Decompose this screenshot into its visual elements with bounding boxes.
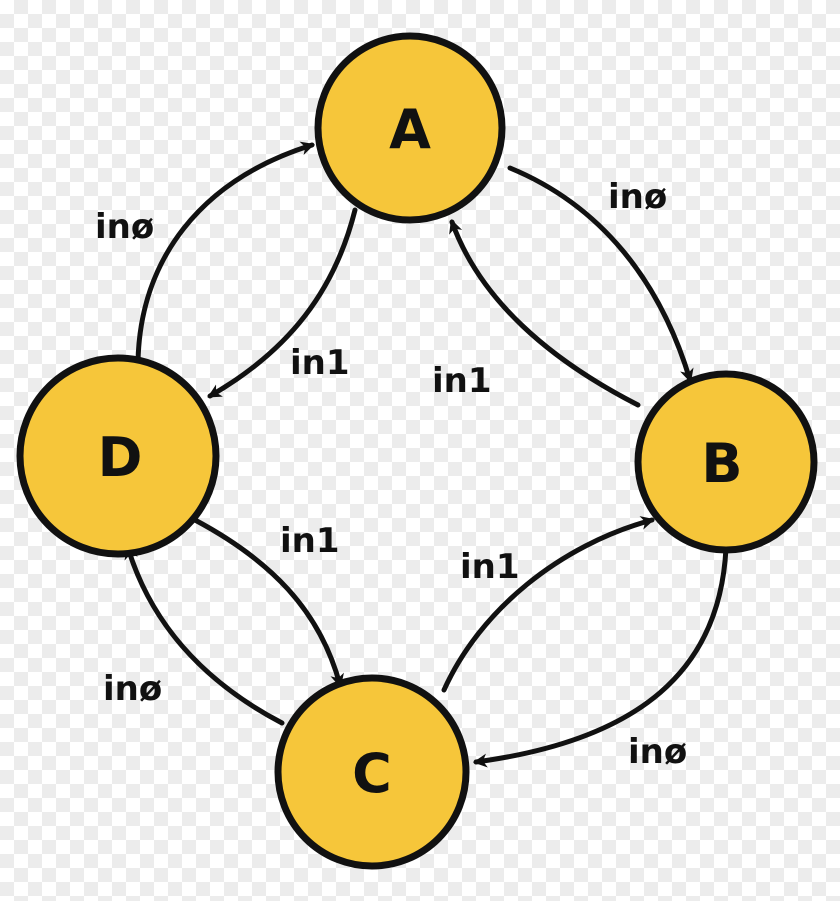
edge-c-to-b-line: [441, 516, 655, 693]
node-a-circle: [314, 32, 506, 224]
edge-a-to-d-label: in1: [290, 343, 350, 383]
edge-d-to-c-line: [192, 517, 344, 688]
edge-c-to-b: in1: [441, 516, 655, 693]
edge-d-to-a-label: inø: [95, 207, 154, 247]
edge-a-to-d: in1: [207, 207, 358, 399]
edge-c-to-d: inø: [103, 545, 285, 726]
edge-c-to-d-label: inø: [103, 669, 162, 709]
node-d-circle: [16, 354, 220, 558]
node-c: C: [274, 674, 470, 870]
node-a-label: A: [389, 98, 431, 161]
edge-b-to-a-line: [449, 219, 641, 408]
edge-d-to-c: in1: [192, 517, 344, 688]
nodes: A B C D: [16, 32, 818, 870]
edge-b-to-c-line: [473, 545, 729, 768]
edge-b-to-a-label: in1: [432, 361, 492, 401]
node-d-label: D: [98, 426, 143, 489]
edge-c-to-b-label: in1: [460, 547, 520, 587]
edge-b-to-c: inø: [473, 545, 729, 772]
node-a: A: [314, 32, 506, 224]
edge-d-to-c-label: in1: [280, 521, 340, 561]
node-b-circle: [634, 370, 818, 554]
edge-a-to-b: inø: [507, 165, 694, 383]
edge-d-to-a: inø: [95, 141, 315, 365]
edge-a-to-b-label: inø: [608, 177, 667, 217]
edge-b-to-a: in1: [432, 219, 641, 408]
edge-b-to-c-label: inø: [628, 732, 687, 772]
node-d: D: [16, 354, 220, 558]
edge-a-to-d-line: [207, 207, 358, 399]
edges: inø in1 in1 inø inø in1: [95, 141, 729, 772]
node-c-label: C: [352, 742, 392, 805]
node-b-label: B: [701, 432, 742, 495]
edge-c-to-d-line: [124, 545, 285, 726]
edge-a-to-b-line: [507, 165, 694, 383]
node-b: B: [634, 370, 818, 554]
node-c-circle: [274, 674, 470, 870]
edge-d-to-a-line: [135, 141, 315, 365]
